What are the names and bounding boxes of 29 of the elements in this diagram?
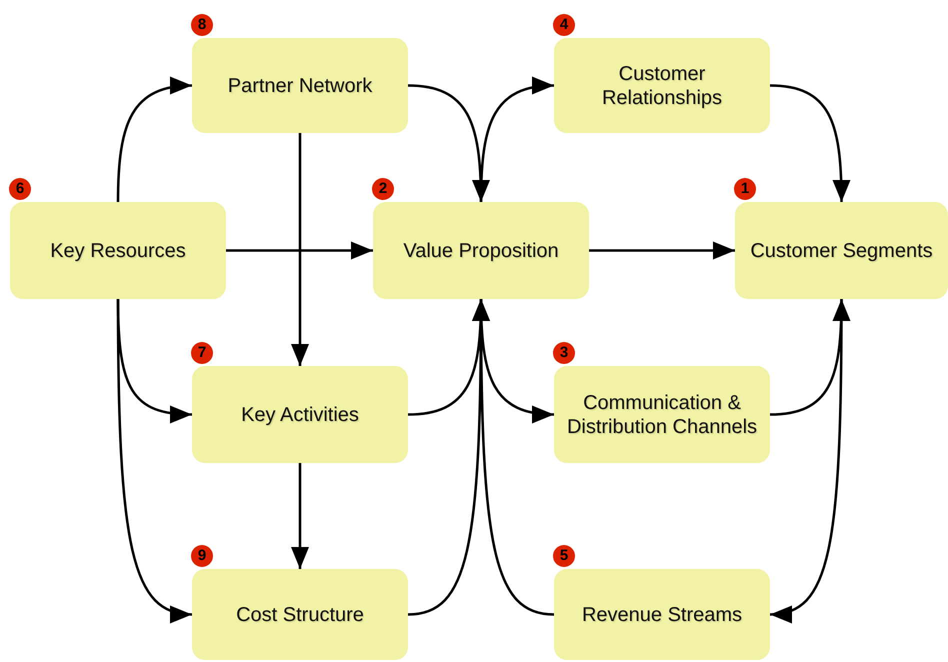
- arrow: [116, 299, 192, 622]
- node-label: Key Activities: [241, 402, 359, 426]
- arrow: [770, 84, 850, 202]
- node-label: Communication & Distribution Channels: [566, 390, 758, 438]
- number-badge: 9: [191, 545, 213, 567]
- node-label: Revenue Streams: [582, 602, 742, 626]
- number-badge: 5: [553, 545, 575, 567]
- arrow: [472, 299, 554, 616]
- number-badge: 1: [734, 178, 756, 200]
- arrow: [226, 242, 373, 260]
- arrow: [408, 84, 490, 202]
- node-label: Cost Structure: [236, 602, 364, 626]
- arrow: [291, 133, 309, 366]
- arrow: [480, 78, 554, 202]
- node-label: Key Resources: [50, 238, 186, 262]
- number-badge: 8: [191, 14, 213, 36]
- arrow: [589, 242, 735, 260]
- arrow: [116, 78, 192, 202]
- arrow: [291, 463, 309, 569]
- number-badge: 2: [372, 178, 394, 200]
- number-badge: 4: [553, 14, 575, 36]
- number-badge: 6: [9, 178, 31, 200]
- node-label: Customer Relationships: [600, 62, 724, 110]
- node-label: Partner Network: [228, 74, 372, 98]
- node-label: Value Proposition: [403, 238, 559, 262]
- arrow: [770, 299, 843, 622]
- node-label: Customer Segments: [750, 238, 933, 262]
- number-badge: 3: [553, 342, 575, 364]
- number-badge: 7: [191, 342, 213, 364]
